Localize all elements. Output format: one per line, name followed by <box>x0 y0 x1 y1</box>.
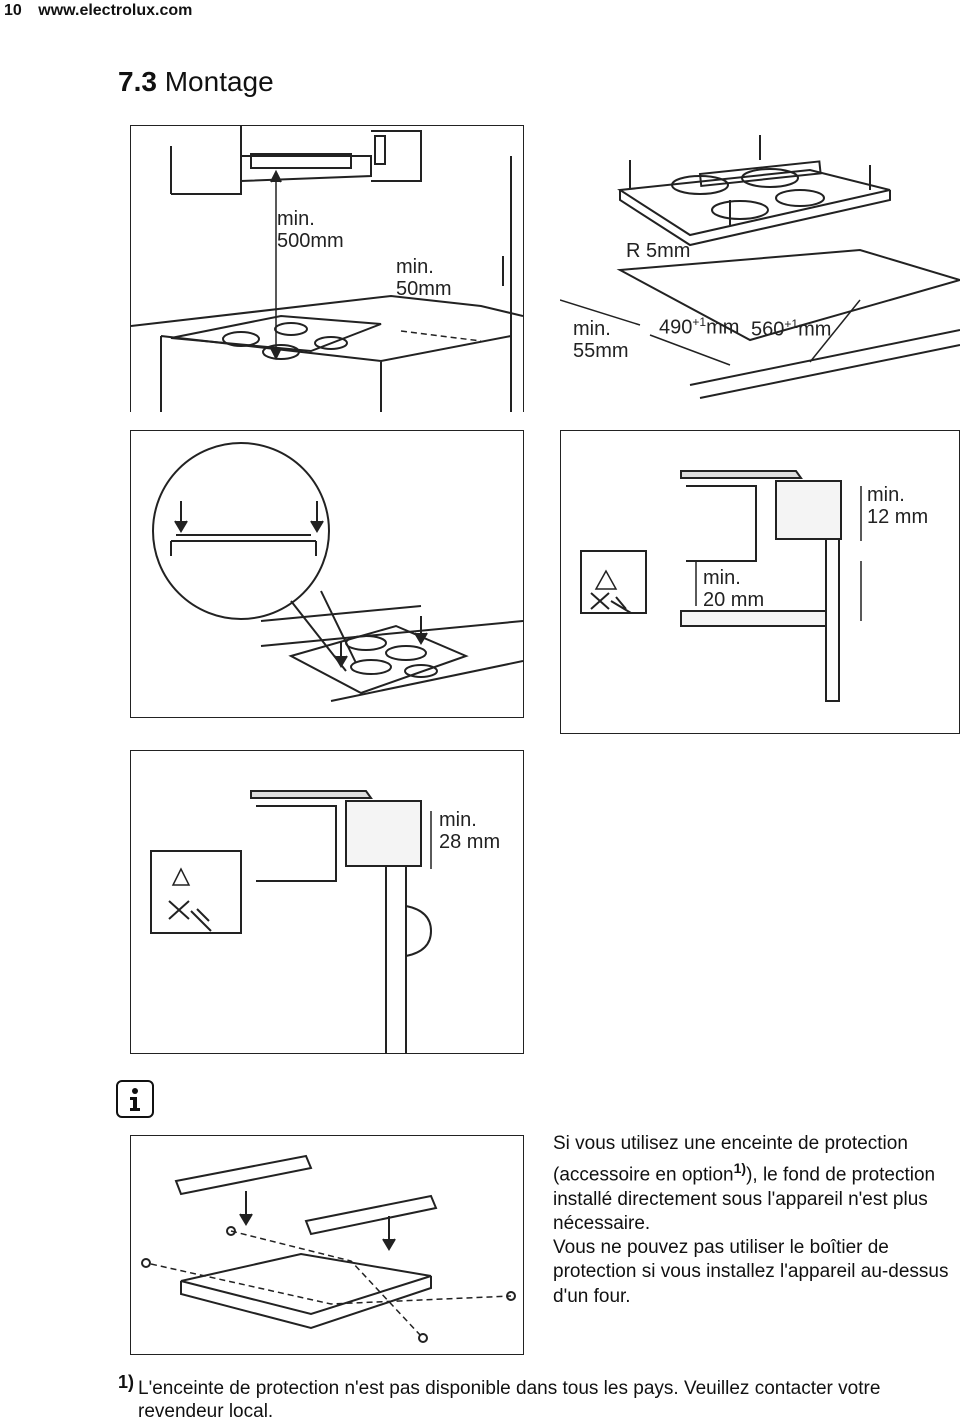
label-500-val: 500mm <box>277 230 344 252</box>
label-490-sup: +1 <box>692 315 707 329</box>
info-line3: Vous ne pouvez pas utiliser le boîtier d… <box>553 1237 949 1307</box>
figure-hob-dimensions <box>560 135 960 399</box>
label-560-unit: mm <box>798 318 832 341</box>
page-header: 10 www.electrolux.com <box>4 2 192 20</box>
label-500-min: min. <box>277 208 315 230</box>
label-r5: R 5mm <box>626 240 691 262</box>
label-560-sup: +1 <box>784 317 799 331</box>
figure-oven-clearance: min.28 mm <box>130 750 524 1054</box>
page-number: 10 <box>4 2 22 19</box>
figure-kitchen-cutout: min.500mm min.50mm <box>130 125 524 412</box>
label-12-val: 12 mm <box>867 506 929 528</box>
label-28-val: 28 mm <box>439 831 501 853</box>
label-20-val: 20 mm <box>703 589 765 611</box>
label-490-unit: mm <box>706 316 740 339</box>
label-50-min: min. <box>396 256 434 278</box>
section-number: 7.3 <box>118 66 157 97</box>
label-55-min: min. <box>573 318 611 340</box>
label-55-val: 55mm <box>573 340 629 362</box>
label-12-min: min. <box>867 484 905 506</box>
figure-hob-placement <box>130 430 524 718</box>
info-paragraph: Si vous utilisez une enceinte de protect… <box>553 1132 958 1309</box>
section-name: Montage <box>164 66 274 97</box>
label-28-min: min. <box>439 809 477 831</box>
label-20-min: min. <box>703 567 741 589</box>
kitchen-illustration <box>131 126 523 412</box>
label-490: 490 <box>659 316 693 339</box>
section-title: 7.3 Montage <box>118 66 274 98</box>
label-50-val: 50mm <box>396 278 452 300</box>
info-line1: Si vous utilisez une enceinte de protect… <box>553 1133 908 1186</box>
figure-countertop-section: min.12 mm min.20 mm <box>560 430 960 734</box>
footnote-ref: 1) <box>733 1160 747 1177</box>
footnote-text: L'enceinte de protection n'est pas dispo… <box>138 1378 881 1422</box>
header-url[interactable]: www.electrolux.com <box>38 2 193 19</box>
label-560: 560 <box>751 318 785 341</box>
figure-protection-box <box>130 1135 524 1355</box>
info-icon <box>116 1080 154 1118</box>
footnote-mark: 1) <box>118 1372 135 1392</box>
info-line2: ), le fond de protection installé direct… <box>553 1164 936 1234</box>
